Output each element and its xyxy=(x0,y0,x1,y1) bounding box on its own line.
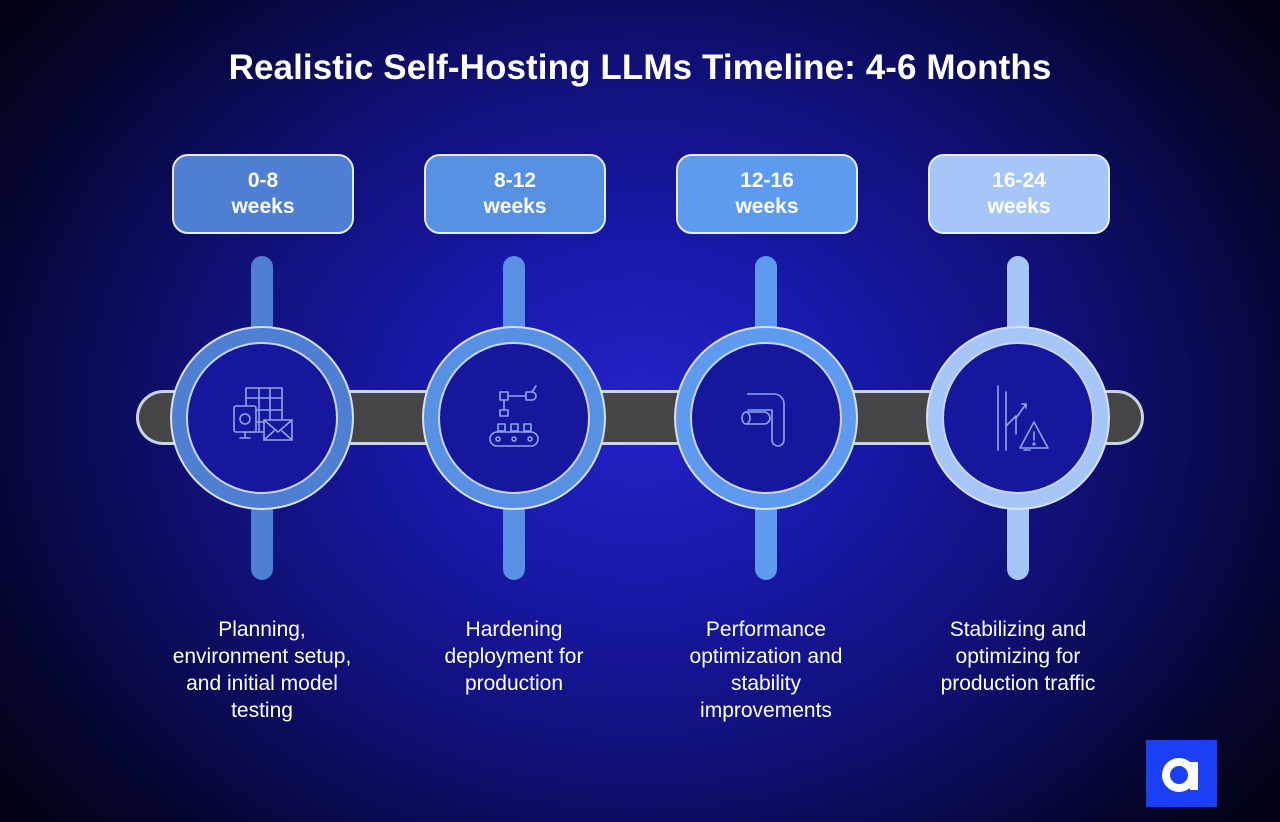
duration-unit: weeks xyxy=(987,195,1051,218)
pipeline-icon xyxy=(741,393,785,447)
stage-description-line: stability xyxy=(730,672,802,695)
stage-description-line: Planning, xyxy=(218,618,306,641)
trend-warning-icon xyxy=(997,385,1049,451)
stage-description-line: production xyxy=(464,672,564,695)
duration-badge: 8-12 weeks xyxy=(424,154,606,234)
timeline-stage-3: 12-16 weeks Performance optimization and… xyxy=(676,0,858,822)
stage-description: Stabilizing and optimizing for productio… xyxy=(898,616,1138,697)
duration-badge: 0-8 weeks xyxy=(172,154,354,234)
stage-description-line: environment setup, xyxy=(172,645,352,668)
stage-description-line: Stabilizing and xyxy=(949,618,1087,641)
planning-icon xyxy=(233,387,293,441)
stage-description: Planning, environment setup, and initial… xyxy=(142,616,382,724)
duration-unit: weeks xyxy=(735,195,799,218)
duration-range: 16-24 xyxy=(992,169,1046,192)
duration-range: 0-8 xyxy=(247,169,279,192)
brand-logo-a-icon xyxy=(1162,758,1198,792)
stage-node-inner xyxy=(438,342,590,494)
duration-range: 12-16 xyxy=(740,169,794,192)
stage-node-inner xyxy=(690,342,842,494)
duration-range: 8-12 xyxy=(493,169,537,192)
page-title: Realistic Self-Hosting LLMs Timeline: 4-… xyxy=(228,48,1052,87)
stage-description-line: optimization and xyxy=(689,645,843,668)
timeline-stage-1: 0-8 weeks Planning, environment setup, a… xyxy=(172,0,354,822)
stage-description-line: deployment for xyxy=(444,645,584,668)
conveyor-robot-icon xyxy=(489,385,539,447)
brand-logo[interactable] xyxy=(1146,740,1217,807)
timeline-stage-4: 16-24 weeks Stabilizing and optimizing f… xyxy=(928,0,1110,822)
stage-description: Performance optimization and stability i… xyxy=(646,616,886,724)
stage-description-line: testing xyxy=(231,699,293,722)
stage-description-line: and initial model xyxy=(186,672,338,695)
stage-description-line: Hardening xyxy=(465,618,563,641)
stage-description-line: improvements xyxy=(700,699,832,722)
stage-node-inner xyxy=(186,342,338,494)
duration-badge: 16-24 weeks xyxy=(928,154,1110,234)
stage-description-line: production traffic xyxy=(940,672,1096,695)
duration-unit: weeks xyxy=(231,195,295,218)
duration-unit: weeks xyxy=(483,195,547,218)
stage-description: Hardening deployment for production xyxy=(394,616,634,697)
stage-description-line: Performance xyxy=(705,618,827,641)
stage-description-line: optimizing for xyxy=(955,645,1081,668)
stage-node-inner xyxy=(942,342,1094,494)
duration-badge: 12-16 weeks xyxy=(676,154,858,234)
timeline-stage-2: 8-12 weeks Hardening deployment for prod… xyxy=(424,0,606,822)
